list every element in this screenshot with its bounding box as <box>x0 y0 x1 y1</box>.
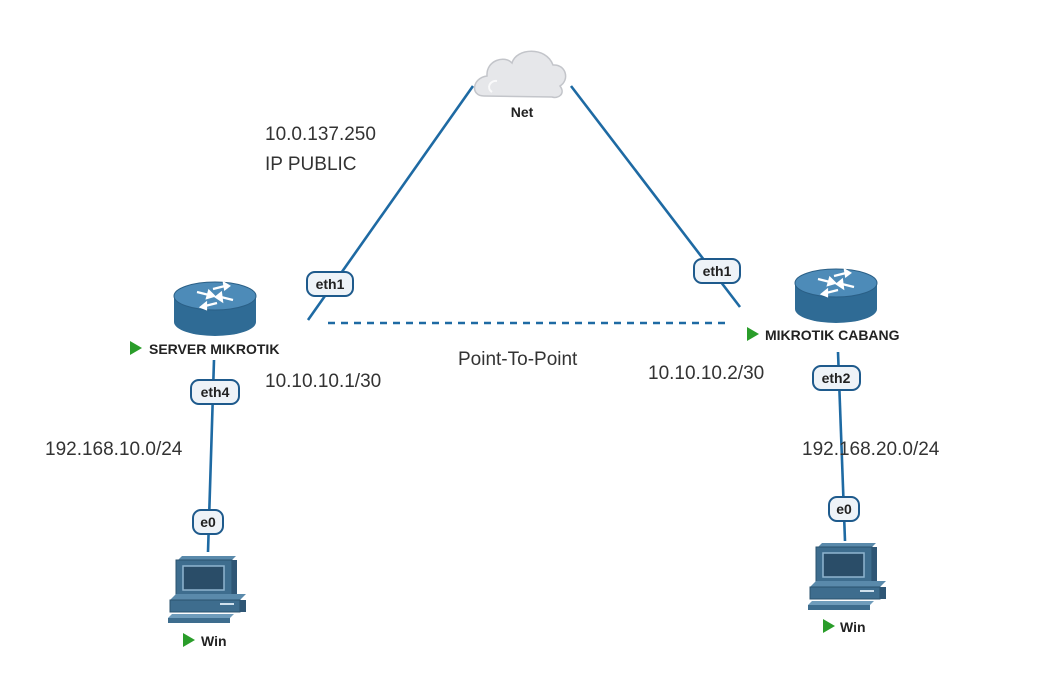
port-server-eth4[interactable]: eth4 <box>190 379 240 405</box>
port-label: e0 <box>836 501 852 517</box>
server-router-node[interactable]: SERVER MIKROTIK <box>130 280 279 357</box>
pc-right-label: Win <box>840 619 866 635</box>
router-icon <box>794 267 878 323</box>
port-pc-right-e0[interactable]: e0 <box>828 496 860 522</box>
right-lan-text: 192.168.20.0/24 <box>802 439 940 460</box>
net-label: Net <box>511 104 534 120</box>
pc-left-label: Win <box>201 633 227 649</box>
pc-right-node[interactable]: Win <box>808 543 886 635</box>
public-ip-label-text: IP PUBLIC <box>265 154 357 175</box>
cloud-icon <box>473 50 567 99</box>
port-label: eth1 <box>703 263 732 279</box>
pc-left-node[interactable]: Win <box>168 556 246 649</box>
port-label: eth2 <box>822 370 851 386</box>
play-icon <box>183 633 195 647</box>
port-pc-left-e0[interactable]: e0 <box>192 509 224 535</box>
server-router-label: SERVER MIKROTIK <box>149 341 279 357</box>
public-ip-text: 10.0.137.250 <box>265 124 376 145</box>
play-icon <box>130 341 142 355</box>
port-label: e0 <box>200 514 216 530</box>
branch-router-label: MIKROTIK CABANG <box>765 327 900 343</box>
pc-icon <box>808 543 886 610</box>
server-p2p-ip-text: 10.10.10.1/30 <box>265 371 381 392</box>
play-icon <box>747 327 759 341</box>
play-icon <box>823 619 835 633</box>
net-node[interactable]: Net <box>473 50 567 120</box>
router-icon <box>173 280 257 336</box>
p2p-label-text: Point-To-Point <box>458 349 578 370</box>
port-branch-eth1[interactable]: eth1 <box>693 258 741 284</box>
port-server-eth1[interactable]: eth1 <box>306 271 354 297</box>
port-branch-eth2[interactable]: eth2 <box>812 365 861 391</box>
branch-router-node[interactable]: MIKROTIK CABANG <box>747 267 900 343</box>
branch-p2p-ip-text: 10.10.10.2/30 <box>648 363 764 384</box>
port-label: eth4 <box>201 384 230 400</box>
port-label: eth1 <box>316 276 345 292</box>
pc-icon <box>168 556 246 623</box>
left-lan-text: 192.168.10.0/24 <box>45 439 183 460</box>
